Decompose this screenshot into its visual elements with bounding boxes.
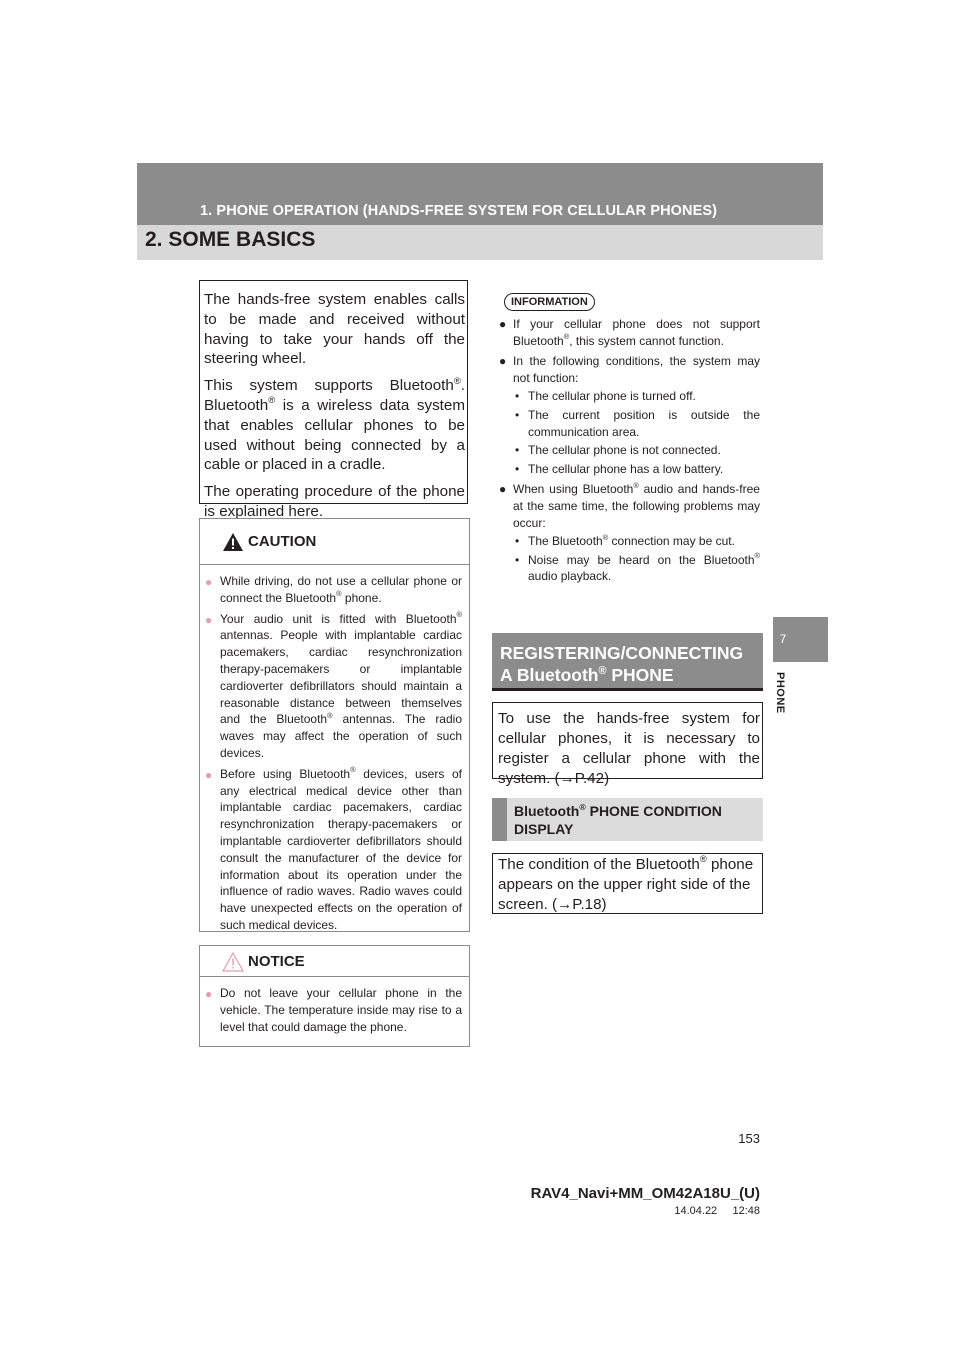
page-number: 153 [738, 1131, 760, 1146]
chapter-header-band [137, 163, 823, 225]
chapter-number: 7 [779, 632, 787, 646]
notice-box: NOTICE ●Do not leave your cellular phone… [199, 945, 470, 1047]
chapter-side-label-text: PHONE [774, 672, 786, 714]
intro-paragraph-1: The hands-free system enables calls to b… [204, 291, 465, 368]
section-title: 2. SOME BASICS [145, 228, 316, 251]
caution-title: CAUTION [248, 533, 317, 550]
chapter-side-label: PHONE [773, 672, 789, 722]
info-subitem: •The cellular phone is turned off. [515, 389, 696, 404]
notice-triangle-icon [222, 952, 244, 972]
condition-box: The condition of the Bluetooth® phone ap… [492, 853, 763, 914]
condition-header-bar [492, 798, 507, 841]
info-subitem: •The cellular phone is not connected. [515, 443, 721, 458]
document-id: RAV4_Navi+MM_OM42A18U_(U) [530, 1185, 760, 1202]
intro-paragraph-3: The operating procedure of the phone is … [204, 483, 465, 520]
info-item-3: ●When using Bluetooth® audio and hands-f… [499, 480, 760, 584]
info-subitem: •The cellular phone has a low battery. [515, 461, 724, 476]
caution-item-1: ●While driving, do not use a cellular ph… [205, 574, 462, 605]
intro-box: The hands-free system enables calls to b… [199, 280, 468, 520]
notice-header: NOTICE [200, 946, 469, 977]
info-subitem: •The Bluetooth® connection may be cut. [515, 532, 735, 549]
info-subitem: •The current position is outside the com… [515, 407, 760, 439]
chapter-title: 1. PHONE OPERATION (HANDS-FREE SYSTEM FO… [200, 203, 718, 219]
document-date: 14.04.22 12:48 [674, 1205, 760, 1217]
chapter-side-tab [773, 617, 828, 662]
info-item-1: ●If your cellular phone does not support… [499, 317, 760, 348]
condition-display-header: Bluetooth® PHONE CONDITION DISPLAY [492, 798, 763, 841]
caution-item-2: ●Your audio unit is fitted with Bluetoot… [205, 610, 462, 760]
caution-box: CAUTION ●While driving, do not use a cel… [199, 518, 470, 932]
section-header-band [137, 225, 823, 260]
information-list: ●If your cellular phone does not support… [498, 316, 760, 589]
information-label: INFORMATION [504, 292, 595, 311]
condition-display-title: Bluetooth® PHONE CONDITION DISPLAY [514, 801, 722, 837]
intro-paragraph-2: This system supports Bluetooth®. Bluetoo… [204, 374, 465, 474]
registering-box: To use the hands-free system for cellula… [492, 702, 763, 787]
notice-item: ●Do not leave your cellular phone in the… [205, 986, 462, 1034]
info-subitem: •Noise may be heard on the Bluetooth® au… [515, 551, 760, 584]
notice-title: NOTICE [248, 953, 305, 970]
info-item-2: ●In the following conditions, the system… [499, 354, 760, 476]
warning-triangle-icon [223, 533, 243, 551]
caution-header: CAUTION [200, 519, 469, 565]
caution-item-3: ●Before using Bluetooth® devices, users … [205, 765, 462, 932]
